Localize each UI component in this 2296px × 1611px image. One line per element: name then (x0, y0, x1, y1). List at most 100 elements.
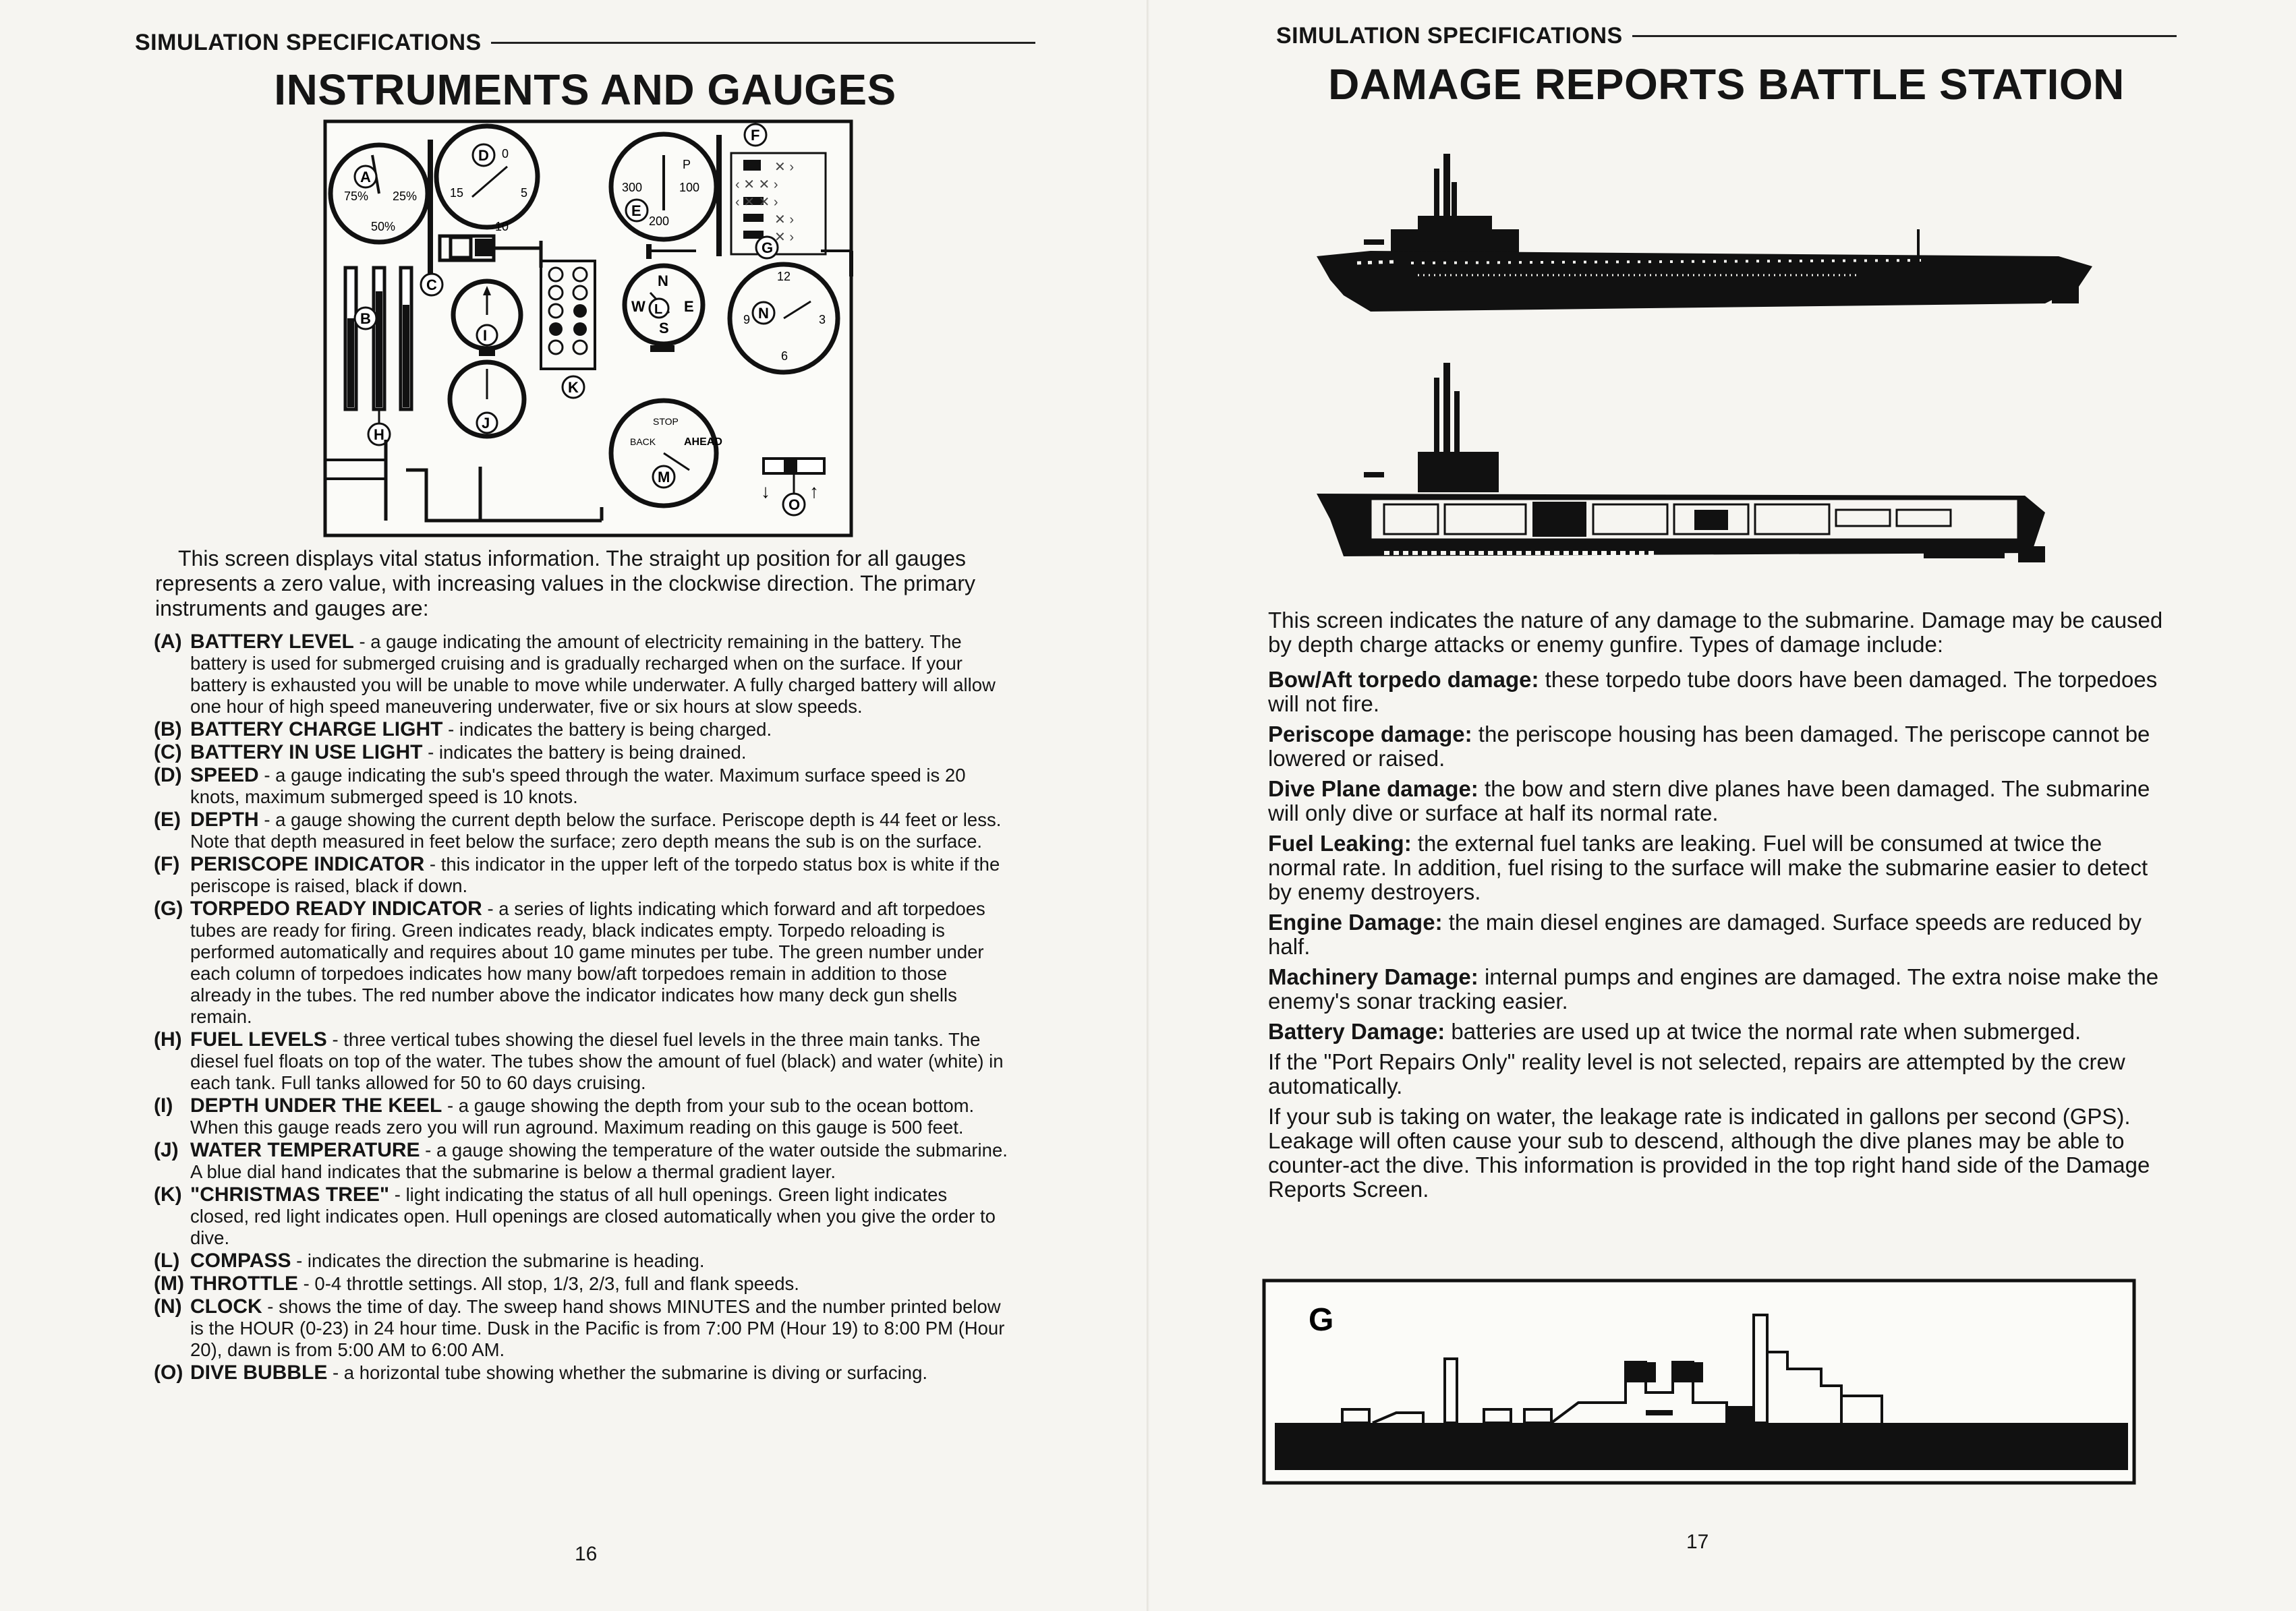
page-title: DAMAGE REPORTS BATTLE STATION (1328, 60, 2125, 109)
damage-item: Engine Damage: the main diesel engines a… (1268, 910, 2165, 959)
svg-text:↓: ↓ (761, 481, 770, 502)
label-n: N (758, 305, 769, 322)
item-text: - indicates the battery is being drained… (422, 742, 747, 763)
item-letter: (E) (154, 809, 181, 831)
submarine-exterior-illustration (1317, 154, 2092, 313)
list-item: (I)DEPTH UNDER THE KEEL - a gauge showin… (154, 1095, 1010, 1138)
right-page: SIMULATION SPECIFICATIONS DAMAGE REPORTS… (1148, 0, 2296, 1611)
damage-item: Battery Damage: batteries are used up at… (1268, 1020, 2165, 1044)
svg-text:✕ ›: ✕ › (774, 230, 794, 245)
throttle-label: AHEAD (684, 436, 722, 448)
compass-point: E (684, 298, 694, 315)
item-term: PERISCOPE INDICATOR (190, 853, 425, 875)
repairs-paragraph: If the "Port Repairs Only" reality level… (1268, 1049, 2125, 1099)
list-item: (O) DIVE BUBBLE - a horizontal tube showi… (154, 1362, 1010, 1384)
damage-types-list: Bow/Aft torpedo damage: these torpedo tu… (1268, 668, 2165, 1208)
damage-text: the periscope housing has been damaged. … (1268, 722, 2150, 771)
ship-box-label: G (1309, 1302, 1333, 1338)
svg-text:✕ ›: ✕ › (774, 160, 794, 175)
enemy-ship-silhouette-box: G (1262, 1279, 2136, 1485)
depth-tick: 100 (679, 181, 699, 194)
clock-tick: 12 (777, 270, 791, 283)
section-header: SIMULATION SPECIFICATIONS (1276, 23, 2177, 49)
item-term: TORPEDO READY INDICATOR (190, 898, 482, 920)
item-term: BATTERY IN USE LIGHT (190, 741, 423, 763)
throttle-label: STOP (653, 416, 679, 427)
book-spine (1147, 0, 1149, 1611)
item-letter: (A) (154, 631, 182, 653)
svg-text:‹ ✕ ✕ ›: ‹ ✕ ✕ › (735, 195, 778, 210)
item-letter: (L) (154, 1250, 180, 1272)
item-text: - a gauge showing the current depth belo… (190, 809, 1002, 852)
damage-item: Fuel Leaking: the external fuel tanks ar… (1268, 831, 2165, 904)
label-j: J (482, 415, 490, 432)
list-item: (H)FUEL LEVELS - three vertical tubes sh… (154, 1029, 1010, 1094)
instrument-list: (A)BATTERY LEVEL - a gauge indicating th… (154, 631, 1010, 1385)
depth-under-keel-gauge: I (451, 279, 523, 356)
item-term: SPEED (190, 764, 259, 786)
section-header-text: SIMULATION SPECIFICATIONS (135, 30, 482, 55)
intro-paragraph: This screen displays vital status inform… (155, 546, 975, 620)
speed-tick: 15 (450, 186, 463, 200)
item-term: COMPASS (190, 1250, 291, 1272)
torpedo-status-box: F ✕ › ‹ ✕ ✕ › ‹ ✕ ✕ › ✕ › ✕ › G (716, 123, 827, 260)
damage-term: Fuel Leaking: (1268, 831, 1412, 856)
item-term: THROTTLE (190, 1272, 298, 1295)
clock-gauge: 12 9 3 6 N (727, 250, 853, 375)
item-letter: (M) (154, 1272, 184, 1295)
depth-tick: P (683, 158, 691, 171)
item-text: - a series of lights indicating which fo… (190, 898, 985, 1027)
label-d: D (478, 147, 489, 164)
item-letter: (F) (154, 853, 180, 875)
compass-point: S (659, 320, 669, 336)
header-rule (490, 42, 1035, 44)
item-text: - this indicator in the upper left of th… (190, 854, 1000, 896)
list-item: (J)WATER TEMPERATURE - a gauge showing t… (154, 1140, 1010, 1183)
item-term: DEPTH UNDER THE KEEL (190, 1094, 442, 1117)
item-letter: (C) (154, 741, 182, 763)
list-item: (F) PERISCOPE INDICATOR - this indicator … (154, 854, 1010, 897)
damage-text: batteries are used up at twice the norma… (1445, 1019, 2082, 1044)
item-text: - 0-4 throttle settings. All stop, 1/3, … (297, 1273, 799, 1294)
christmas-tree-lights: K (540, 260, 596, 399)
item-letter: (J) (154, 1139, 179, 1161)
speed-tick: 10 (495, 220, 509, 233)
item-text: - a gauge indicating the amount of elect… (190, 631, 996, 717)
list-item: (E)DEPTH - a gauge showing the current d… (154, 809, 1010, 852)
item-letter: (B) (154, 718, 182, 740)
dive-bubble: ↓ ↑ O (761, 457, 826, 517)
svg-text:↑: ↑ (809, 481, 819, 502)
label-i: I (483, 327, 487, 344)
damage-item: Periscope damage: the periscope housing … (1268, 722, 2165, 771)
damage-text: the bow and stern dive planes have been … (1268, 776, 2150, 825)
battery-tick: 50% (371, 220, 395, 233)
water-temperature-gauge: J (447, 359, 527, 439)
item-letter: (D) (154, 764, 182, 786)
page-title: INSTRUMENTS AND GAUGES (274, 65, 896, 114)
label-g: G (762, 239, 773, 256)
intro-paragraph: This screen indicates the nature of any … (1268, 608, 2163, 657)
item-term: DIVE BUBBLE (190, 1361, 328, 1384)
label-l: L (654, 302, 662, 317)
damage-item: Machinery Damage: internal pumps and eng… (1268, 965, 2165, 1014)
page-number: 17 (1686, 1531, 1709, 1553)
list-item: (K)"CHRISTMAS TREE" - light indicating t… (154, 1184, 1010, 1249)
depth-tick: 200 (649, 214, 669, 228)
damage-term: Battery Damage: (1268, 1019, 1445, 1044)
left-page: SIMULATION SPECIFICATIONS INSTRUMENTS AN… (135, 30, 1035, 1565)
submarine-cutaway-illustration (1317, 363, 2045, 562)
damage-term: Engine Damage: (1268, 910, 1443, 935)
label-e: E (631, 202, 641, 219)
label-c: C (426, 276, 437, 293)
damage-text: these torpedo tube doors have been damag… (1268, 667, 2158, 716)
instrument-panel-diagram: 75% 25% 50% A 0 15 5 10 D (323, 119, 853, 537)
label-o: O (788, 496, 800, 513)
svg-text:✕ ›: ✕ › (774, 212, 794, 227)
damage-term: Bow/Aft torpedo damage: (1268, 667, 1539, 692)
item-text: - indicates the battery is being charged… (442, 719, 772, 740)
item-text: - a horizontal tube showing whether the … (327, 1362, 928, 1383)
speed-gauge: 0 15 5 10 D (434, 123, 540, 233)
list-item: (D)SPEED - a gauge indicating the sub's … (154, 765, 1010, 808)
item-letter: (O) (154, 1361, 183, 1384)
item-text: - shows the time of day. The sweep hand … (190, 1296, 1005, 1360)
